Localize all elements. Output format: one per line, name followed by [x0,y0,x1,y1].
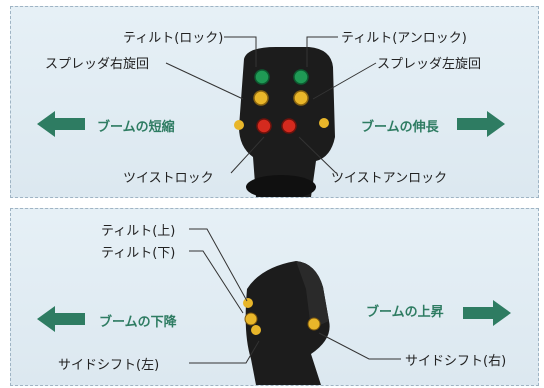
label-spreader-left-rotate: スプレッダ左旋回 [377,57,482,72]
side-shift-right-button [307,317,321,331]
label-boom-raise: ブームの上昇 [366,305,444,320]
tilt-down-button [244,312,258,326]
leader-twist-unlock [298,136,337,174]
leader-twist-lock [230,136,265,174]
side-button-left [234,120,244,130]
spreader-left-rotate-button [293,90,309,106]
label-twist-lock: ツイストロック [123,171,214,186]
arrow-right-icon [457,111,505,137]
side-button-right [319,118,329,128]
tilt-unlock-button [293,69,309,85]
side-shift-left-button [251,325,261,335]
arrow-left-icon [37,111,85,137]
label-boom-extend: ブームの伸長 [361,120,439,135]
arrow-left-icon [37,306,85,332]
joystick-top-shadow [246,175,316,197]
bottom-panel: ティルト(上) ティルト(下) ブームの下降 ブームの上昇 サイドシフト(左) … [10,208,539,386]
label-tilt-lock: ティルト(ロック) [123,31,224,46]
label-tilt-up: ティルト(上) [101,224,176,239]
label-boom-shorten: ブームの短縮 [97,120,175,135]
arrow-right-icon [463,300,511,326]
twist-lock-button [256,118,272,134]
label-tilt-unlock: ティルト(アンロック) [341,31,467,46]
spreader-right-rotate-button [253,90,269,106]
tilt-up-button [243,298,253,308]
label-side-shift-right: サイドシフト(右) [405,354,507,369]
bottom-joystick-illustration [37,228,511,385]
leader-tilt-down [189,250,244,314]
label-twist-unlock: ツイストアンロック [331,171,448,186]
leader-spreader-left [312,62,377,100]
label-spreader-right-rotate: スプレッダ右旋回 [45,57,150,72]
joystick-side-shade [296,261,329,329]
top-panel: ティルト(ロック) ティルト(アンロック) スプレッダ右旋回 スプレッダ左旋回 … [10,6,539,198]
top-joystick-illustration [37,36,505,197]
tilt-lock-button [254,69,270,85]
twist-unlock-button [281,118,297,134]
leader-side-shift-right [318,332,401,360]
leader-tilt-up [189,228,248,302]
leader-tilt-unlock [306,36,338,67]
label-side-shift-left: サイドシフト(左) [58,358,160,373]
label-boom-lower: ブームの下降 [99,315,177,330]
leader-spreader-right [165,62,244,100]
leader-tilt-lock [224,36,257,67]
label-tilt-down: ティルト(下) [101,246,176,261]
leader-side-shift-left [189,340,260,364]
